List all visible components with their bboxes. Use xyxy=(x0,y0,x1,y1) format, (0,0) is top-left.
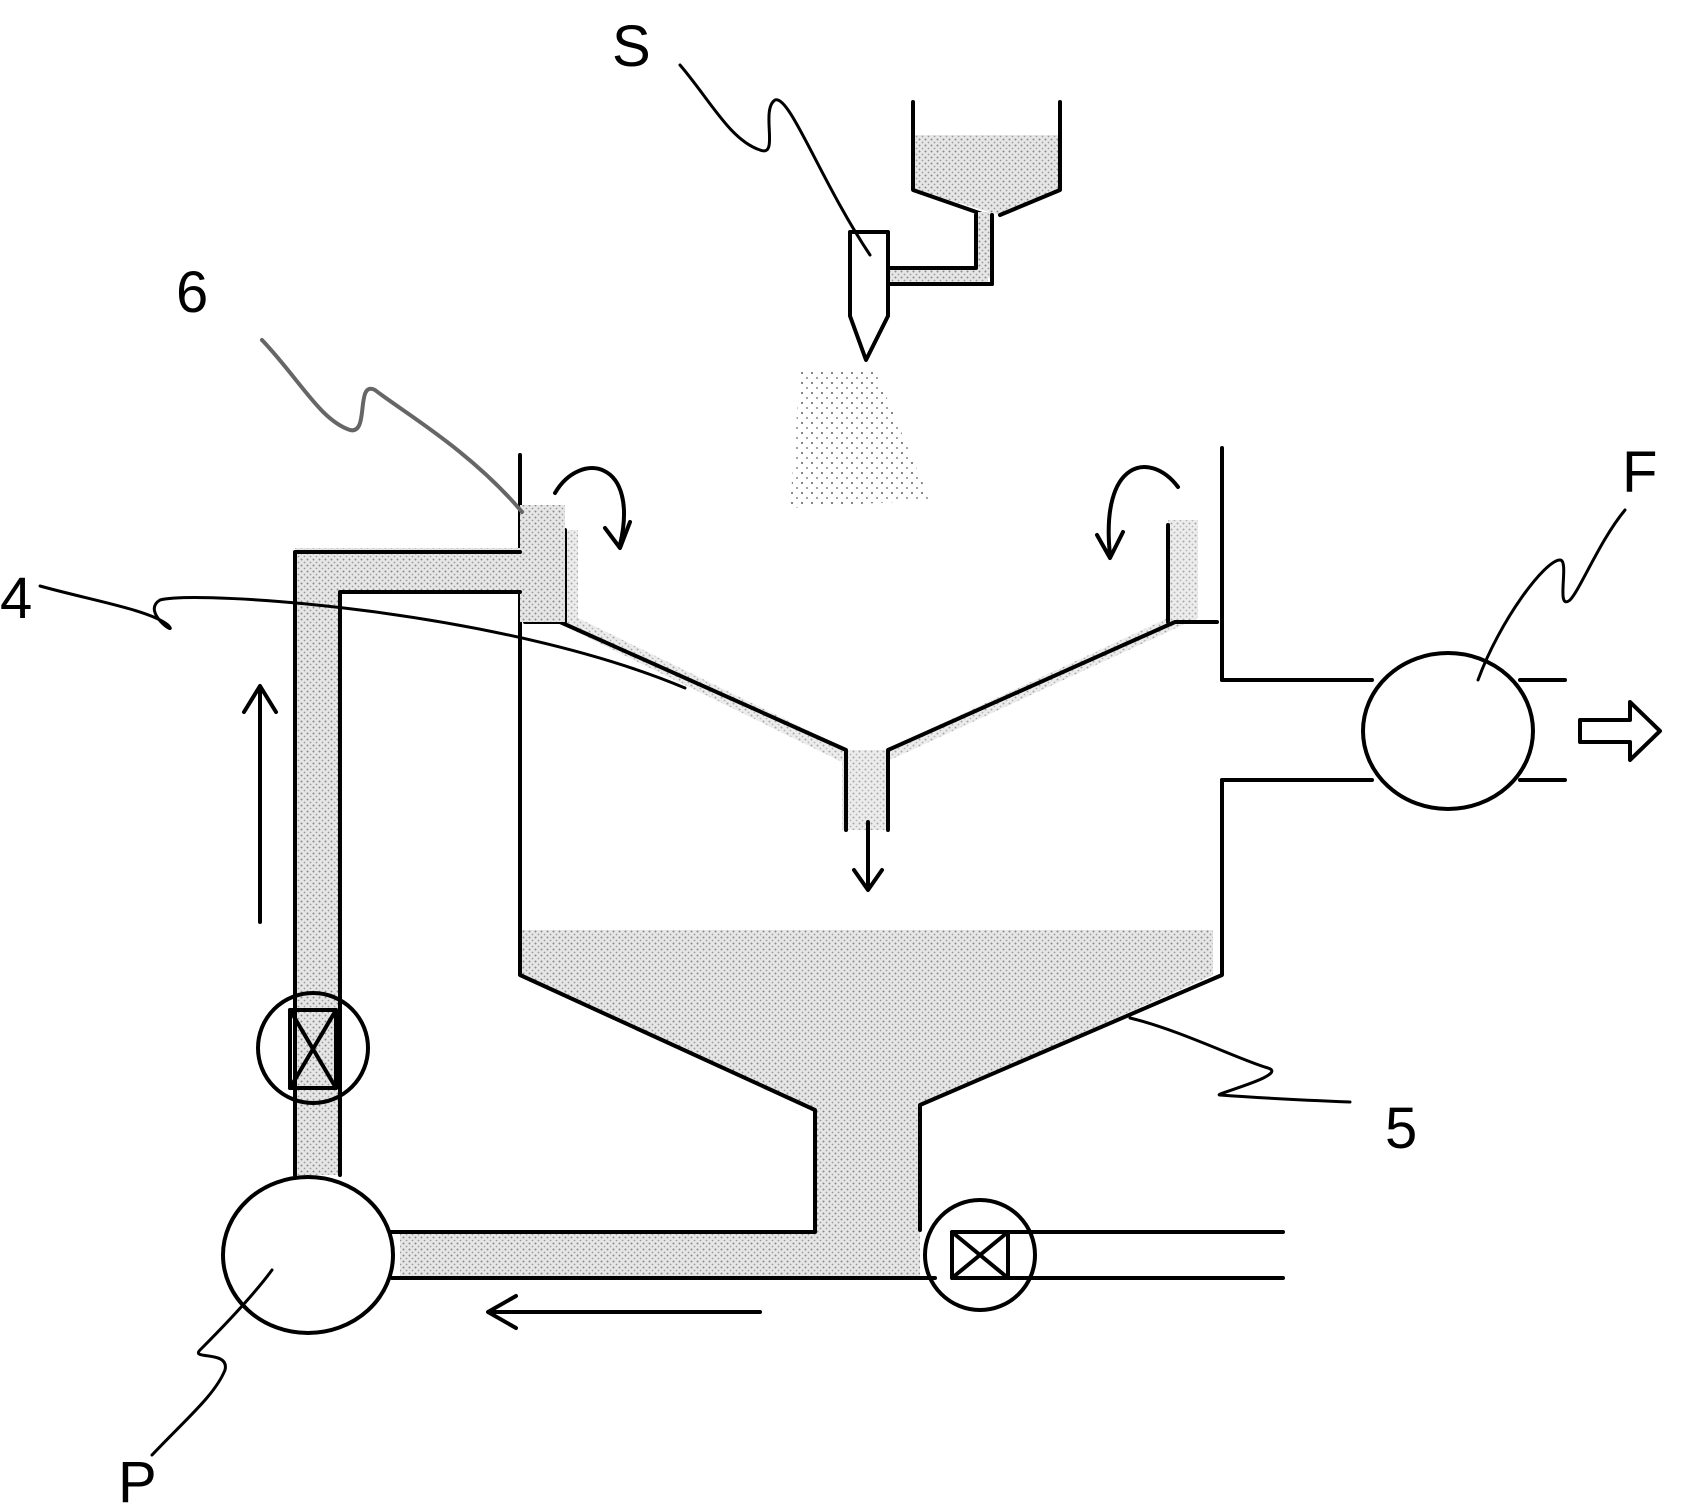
feed-hopper xyxy=(886,100,1062,286)
pump-icon[interactable] xyxy=(221,1175,395,1335)
separator-cone xyxy=(523,465,1219,892)
exhaust-arrow-icon xyxy=(1578,700,1662,762)
recirculation-valve-icon[interactable] xyxy=(256,991,370,1105)
label-s: S xyxy=(612,14,651,79)
spray-nozzle xyxy=(790,230,930,508)
label-f: F xyxy=(1622,440,1657,505)
label-4: 4 xyxy=(0,566,32,631)
label-p: P xyxy=(118,1450,157,1510)
vessel xyxy=(388,446,1224,1280)
recirculation-pipe xyxy=(242,505,762,1330)
discharge-valve-icon[interactable] xyxy=(923,1198,1285,1312)
fan-icon[interactable] xyxy=(1220,651,1567,811)
label-6: 6 xyxy=(176,260,208,325)
label-5: 5 xyxy=(1385,1096,1417,1161)
leader-lines xyxy=(38,63,1627,1457)
